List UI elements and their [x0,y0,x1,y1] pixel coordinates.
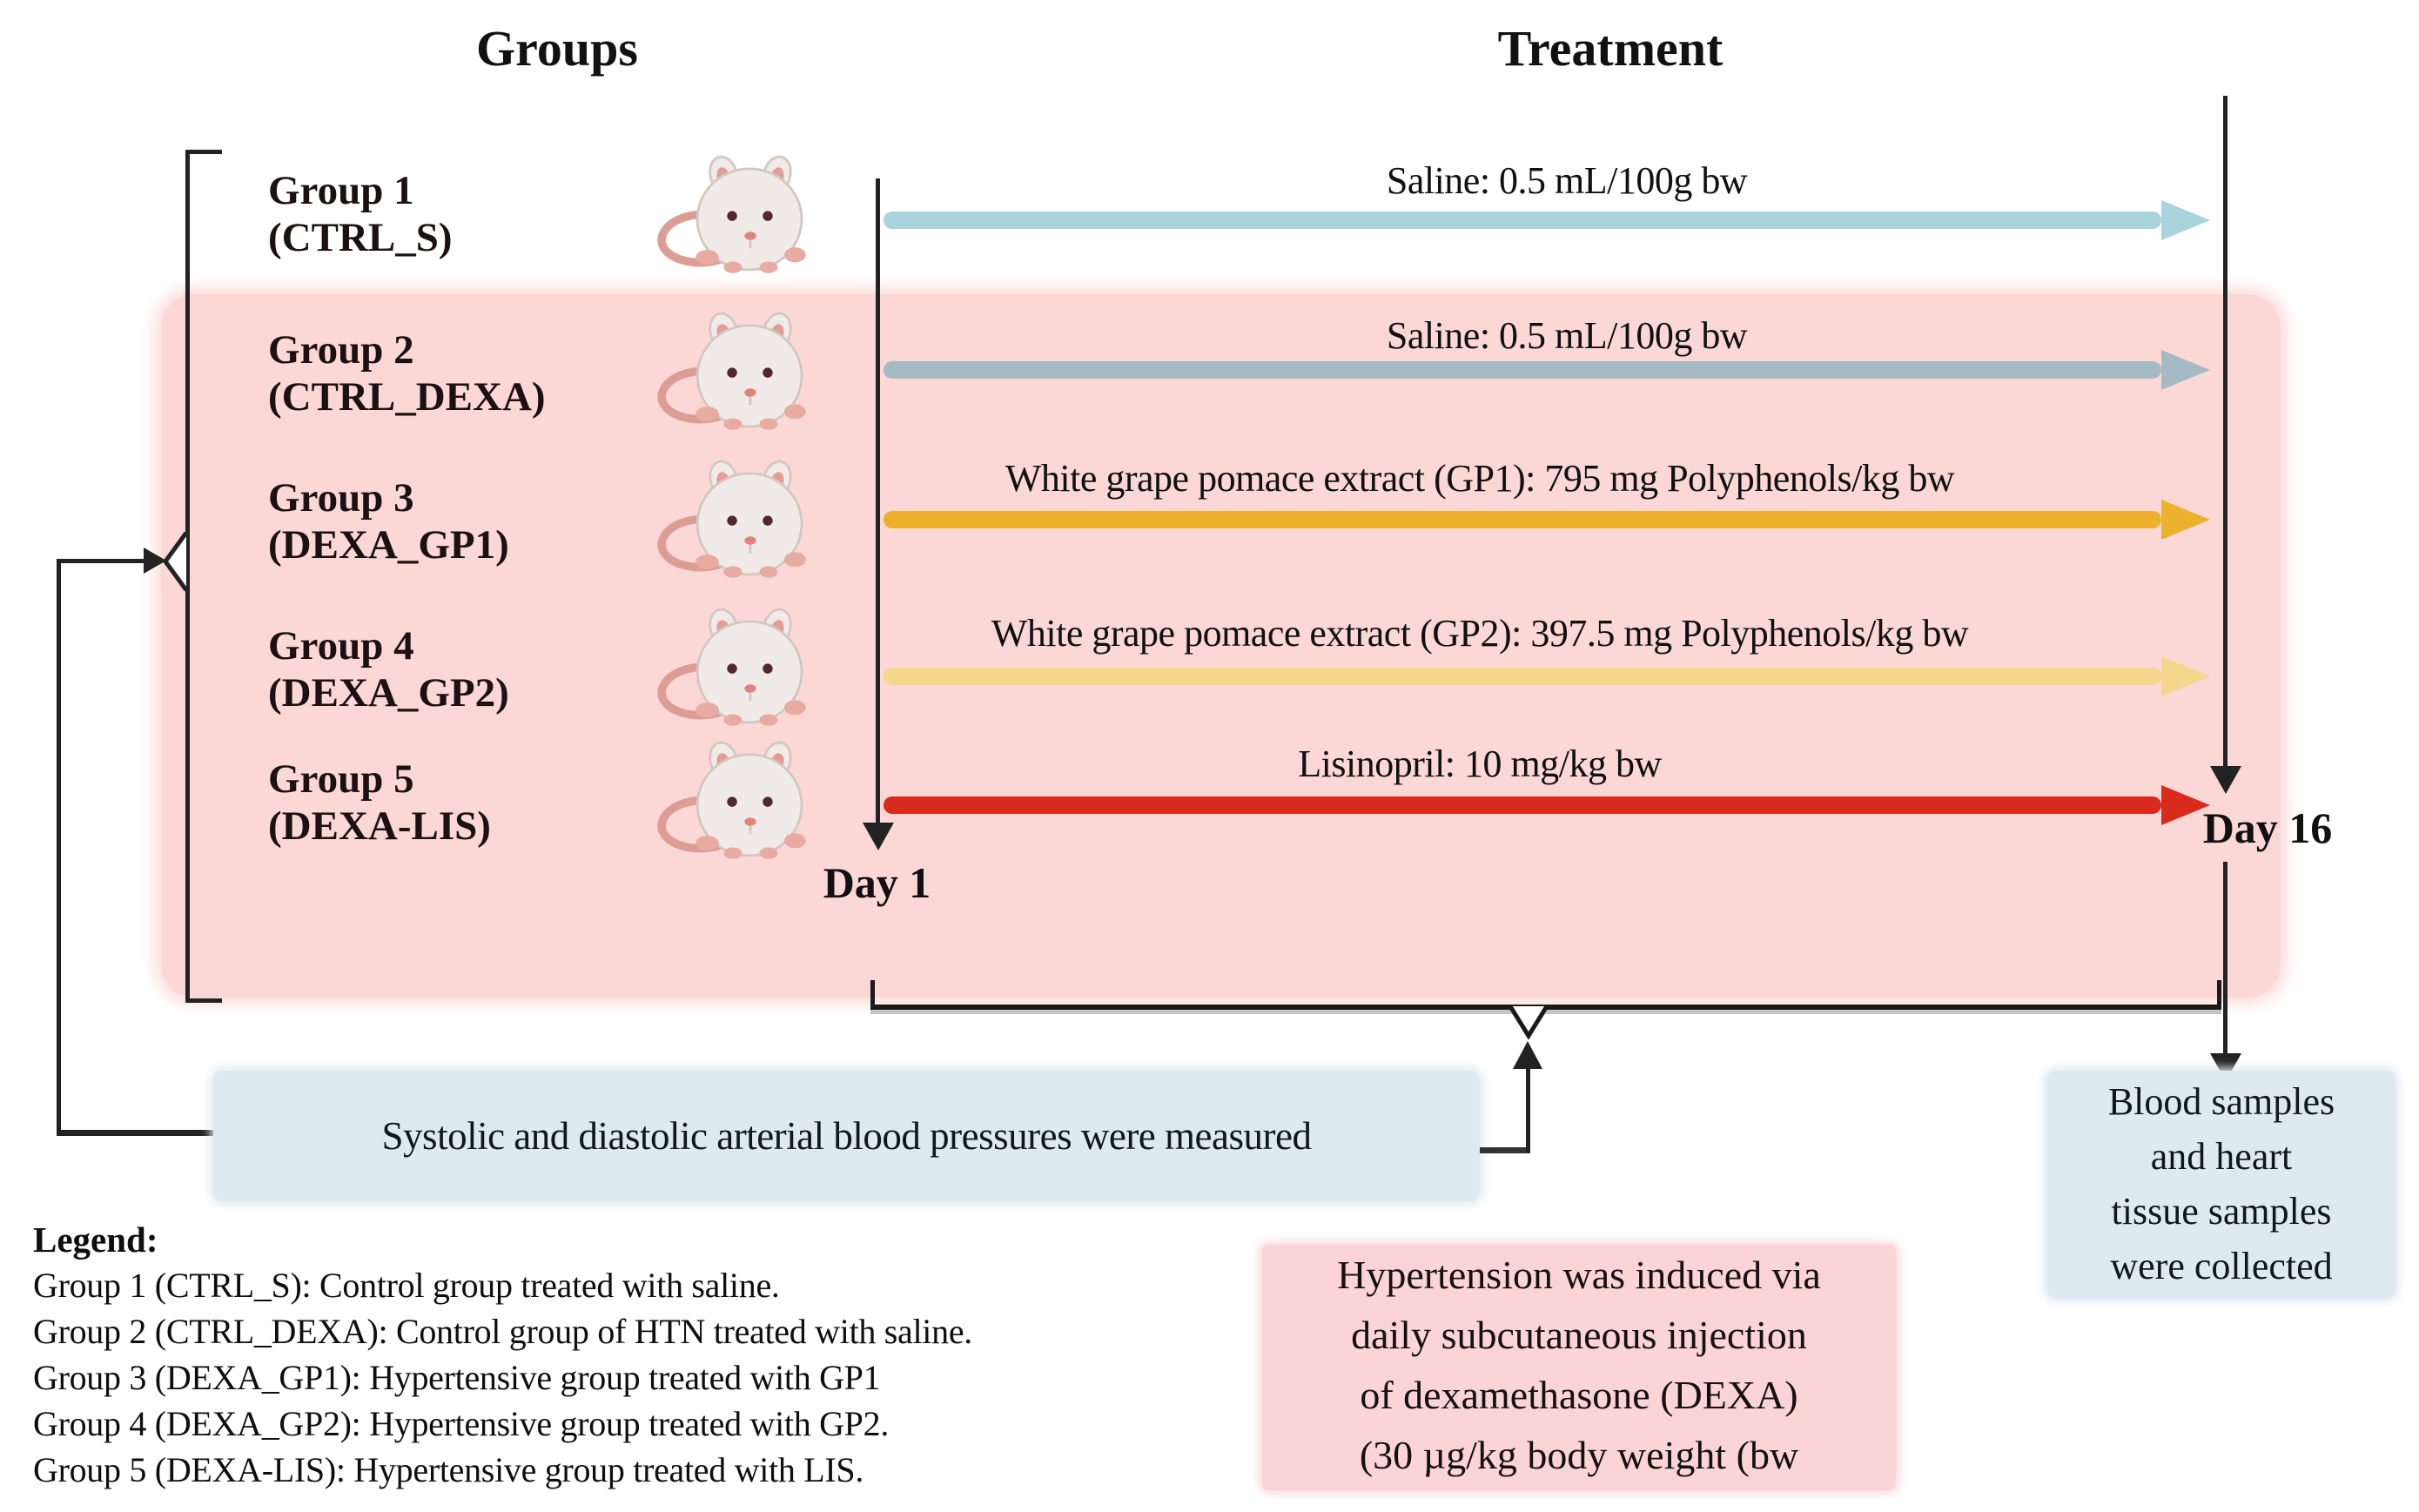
rat-icon [657,460,806,578]
group-2-name: Group 2 [268,327,414,373]
treatment-label-saline-g1: Saline: 0.5 mL/100g bw [1386,159,1748,202]
htn-line: of dexamethasone (DEXA) [1360,1373,1798,1417]
group-row-4-label: Group 4 (DEXA_GP2) [268,622,642,716]
group-row-3-label: Group 3 (DEXA_GP1) [268,474,642,568]
treatment-column-title: Treatment [1497,20,1724,77]
group-4-name: Group 4 [268,623,414,669]
htn-line: Hypertension was induced via [1337,1253,1821,1297]
day16-timeline [2223,96,2227,770]
groups-bracket-bottom-tick [185,998,222,1003]
arrowhead-icon [2161,785,2210,825]
arrowhead-icon [2161,200,2210,240]
htn-line: (30 µg/kg body weight (bw [1359,1433,1799,1477]
rat-icon [657,312,806,430]
day16-timeline-lower [2223,862,2227,1055]
group-1-code: (CTRL_S) [268,215,453,260]
legend-item-group3: Group 3 (DEXA_GP1): Hypertensive group t… [33,1358,881,1397]
right-arrowhead-icon [144,548,166,574]
group-row-1-label: Group 1 (CTRL_S) [268,167,642,261]
rat-icon [657,155,806,273]
treatment-arrow-saline-g2 [884,361,2161,379]
down-arrowhead-icon [2210,766,2241,794]
groups-column-title: Groups [476,20,638,77]
group-4-code: (DEXA_GP2) [268,670,509,716]
group-3-name: Group 3 [268,475,414,521]
group-3-code: (DEXA_GP1) [268,522,509,568]
legend-title: Legend: [33,1220,158,1260]
legend-item-group5: Group 5 (DEXA-LIS): Hypertensive group t… [33,1450,864,1489]
samples-line: were collected [2110,1245,2333,1287]
legend-item-group2: Group 2 (CTRL_DEXA): Control group of HT… [33,1312,972,1351]
bp-connector-left-horizontal [57,1130,215,1136]
rat-icon [657,608,806,726]
treatment-arrow-gp1 [884,511,2161,528]
bracket-v-notch-icon [1509,1006,1549,1040]
htn-line: daily subcutaneous injection [1351,1313,1807,1357]
treatment-label-lisinopril: Lisinopril: 10 mg/kg bw [1298,743,1662,785]
legend: Legend: Group 1 (CTRL_S): Control group … [33,1217,1278,1493]
bp-connector-stub [1480,1147,1530,1153]
group-row-5-label: Group 5 (DEXA-LIS) [268,756,642,850]
bottom-bracket-right-riser [2217,980,2221,1008]
treatment-arrow-gp2 [884,668,2161,685]
bp-measurement-box: Systolic and diastolic arterial blood pr… [213,1071,1480,1201]
down-arrowhead-icon [863,823,894,850]
bp-connector-left-vertical [57,559,61,1135]
hypertensive-groups-highlight-box [161,294,2281,998]
day1-timeline [876,178,880,827]
up-arrowhead-icon [1513,1041,1542,1069]
groups-bracket-top-tick [185,150,222,154]
samples-line: tissue samples [2111,1190,2332,1233]
legend-item-group1: Group 1 (CTRL_S): Control group treated … [33,1266,780,1305]
samples-line: and heart [2150,1135,2293,1178]
arrowhead-icon [2161,656,2210,696]
arrowhead-icon [2161,350,2210,390]
group-row-2-label: Group 2 (CTRL_DEXA) [268,326,642,420]
group-1-name: Group 1 [268,168,414,213]
bottom-bracket-left-riser [870,980,875,1008]
day16-label: Day 16 [2202,803,2333,852]
treatment-label-gp1: White grape pomace extract (GP1): 795 mg… [1005,457,1955,500]
arrowhead-icon [2161,500,2210,540]
treatment-arrow-saline-g1 [884,212,2161,229]
rat-icon [657,741,806,859]
hypertension-induction-box: Hypertension was induced via daily subcu… [1262,1245,1896,1490]
treatment-arrow-lisinopril [884,796,2161,814]
bp-connector-vertical [1526,1065,1530,1152]
group-2-code: (CTRL_DEXA) [268,374,546,420]
legend-item-group4: Group 4 (DEXA_GP2): Hypertensive group t… [33,1404,890,1443]
samples-line: Blood samples [2107,1080,2335,1123]
bp-to-groups-line [57,559,144,563]
day1-label: Day 1 [823,858,931,907]
treatment-label-gp2: White grape pomace extract (GP2): 397.5 … [991,612,1969,655]
group-5-code: (DEXA-LIS) [268,803,491,849]
group-5-name: Group 5 [268,756,414,802]
samples-collected-box: Blood samples and heart tissue samples w… [2047,1071,2395,1299]
treatment-label-saline-g2: Saline: 0.5 mL/100g bw [1386,314,1748,357]
groups-bracket-vertical [185,150,190,1003]
